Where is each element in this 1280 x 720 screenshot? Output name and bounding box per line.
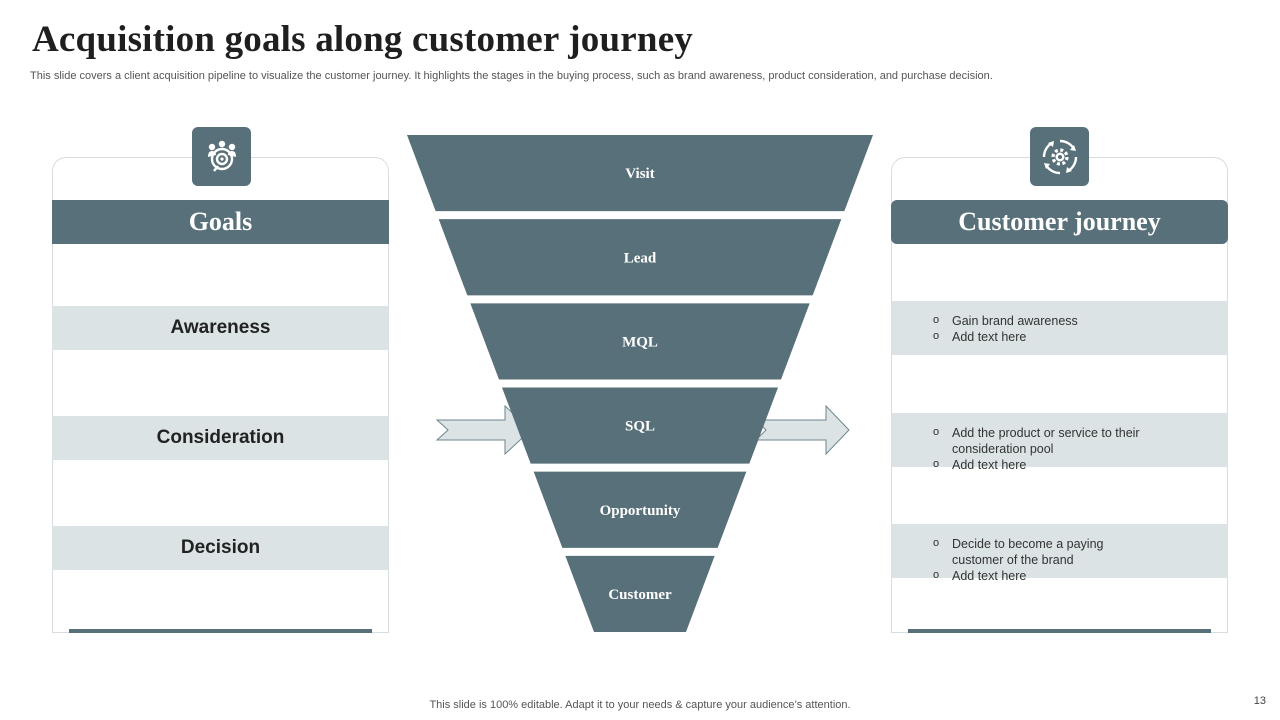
- page-number: 13: [1253, 695, 1266, 707]
- journey-bullet: Add text here: [933, 456, 1228, 473]
- funnel-stage-label: SQL: [625, 419, 655, 435]
- gear-cycle-glyph: [1042, 139, 1077, 174]
- funnel-stage-sql: [502, 387, 778, 464]
- goals-header: Goals: [52, 200, 389, 244]
- journey-footer-bar: [908, 629, 1211, 633]
- funnel-stage-label: Customer: [608, 587, 672, 603]
- journey-bullet: Add text here: [933, 567, 1228, 584]
- funnel-stage-label: MQL: [622, 334, 658, 350]
- funnel-stage-customer: [565, 555, 715, 632]
- journey-bullet: Decide to become a paying customer of th…: [933, 535, 1132, 568]
- funnel-stage-lead: [438, 219, 842, 296]
- journey-row-consideration: Add the product or service to their cons…: [891, 413, 1228, 472]
- right-arrow: [754, 404, 850, 456]
- funnel-stage-opportunity: [533, 471, 747, 548]
- goals-footer-bar: [69, 629, 372, 633]
- goal-consideration: Consideration: [52, 416, 389, 460]
- funnel-arrows: [435, 404, 850, 456]
- left-arrow: [435, 404, 532, 456]
- funnel-stage-label: Opportunity: [600, 503, 681, 519]
- slide-subtitle: This slide covers a client acquisition p…: [30, 70, 993, 82]
- footer-note: This slide is 100% editable. Adapt it to…: [429, 699, 851, 711]
- goal-decision: Decision: [52, 526, 389, 570]
- funnel-stage-label: Visit: [625, 166, 654, 182]
- journey-row-awareness: Gain brand awareness Add text here: [891, 301, 1228, 355]
- journey-bullet: Add text here: [933, 328, 1228, 345]
- funnel-stage-visit: [407, 135, 873, 212]
- journey-header: Customer journey: [891, 200, 1228, 244]
- journey-panel: Customer journey Gain brand awareness Ad…: [891, 157, 1228, 633]
- journey-row-decision: Decide to become a paying customer of th…: [891, 524, 1228, 583]
- team-target-glyph: [207, 140, 236, 172]
- funnel-stage-mql: [470, 303, 810, 380]
- goals-panel: Goals Awareness Consideration Decision: [52, 157, 389, 633]
- slide-title: Acquisition goals along customer journey: [32, 19, 694, 60]
- team-target-icon: [192, 127, 251, 186]
- goal-awareness: Awareness: [52, 306, 389, 350]
- gear-cycle-icon: [1030, 127, 1089, 186]
- journey-bullet: Add the product or service to their cons…: [933, 424, 1172, 457]
- journey-bullet: Gain brand awareness: [933, 312, 1228, 329]
- funnel-stage-label: Lead: [624, 250, 657, 266]
